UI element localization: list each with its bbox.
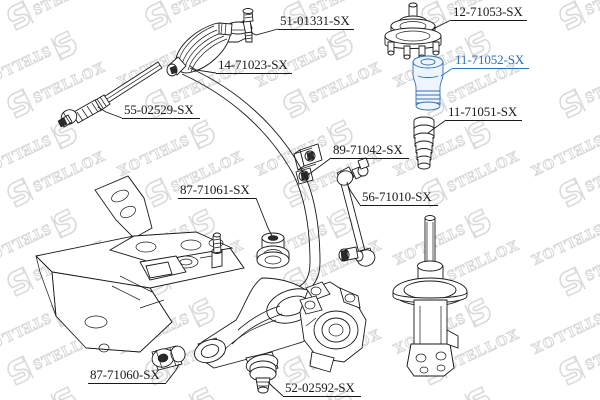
part-label-underline-89-71042-sx [331,158,409,159]
part-label-underline-87-71061-sx [178,198,256,199]
part-label-underline-51-01331-sx [278,29,354,30]
part-label-underline-11-71052-sx [453,68,529,69]
part-label-89-71042-sx: 89-71042-SX [333,142,403,157]
part-label-51-01331-sx: 51-01331-SX [280,13,350,28]
part-label-11-71051-sx: 11-71051-SX [448,104,518,119]
part-label-12-71053-sx: 12-71053-SX [453,4,523,19]
part-label-87-71061-sx: 87-71061-SX [180,182,250,197]
part-label-underline-12-71053-sx [451,20,527,21]
part-label-underline-52-02592-sx [283,396,361,397]
part-label-underline-55-02529-sx [122,118,200,119]
part-label-11-71052-sx: 11-71052-SX [455,52,525,67]
part-label-underline-14-71023-sx [216,73,292,74]
part-label-55-02529-sx: 55-02529-SX [124,102,194,117]
part-label-underline-87-71060-sx [88,383,166,384]
part-label-87-71060-sx: 87-71060-SX [90,367,160,382]
part-label-underline-11-71051-sx [446,120,522,121]
part-label-52-02592-sx: 52-02592-SX [285,380,355,395]
part-label-56-71010-sx: 56-71010-SX [362,189,432,204]
part-label-14-71023-sx: 14-71023-SX [218,57,288,72]
part-label-underline-56-71010-sx [360,205,438,206]
